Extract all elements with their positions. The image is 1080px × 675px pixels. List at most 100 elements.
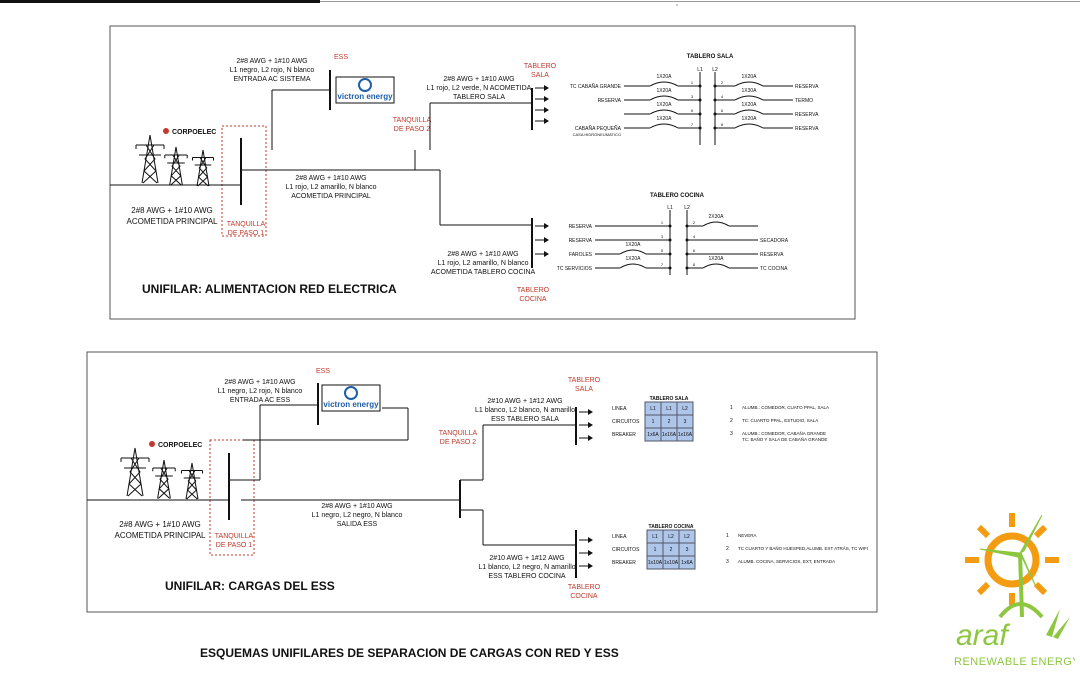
cocina-feeder-2-head — [544, 251, 549, 257]
table-cell-value: 1x16A — [678, 432, 693, 438]
breaker-symbol — [649, 123, 679, 129]
table-cell-value: 3 — [686, 547, 689, 553]
sala-feed-label: 2#10 AWG + 1#12 AWG — [487, 398, 562, 405]
node-dot — [685, 252, 689, 256]
node-dot — [698, 84, 702, 88]
note-text: TC CUARTO Y BAÑO HUESPED,ALUMB. EXT ATRÁ… — [738, 545, 868, 551]
breaker-symbol — [649, 95, 679, 101]
tanquilla-1-label: TANQUILLA — [227, 221, 266, 228]
principal-label: ACOMETIDA PRINCIPAL — [291, 193, 371, 200]
breaker-symbol — [702, 221, 730, 227]
cocina-feeder-0-head — [544, 223, 549, 229]
tanquilla-1-box — [221, 125, 267, 237]
cocina-feed-label: 2#10 AWG + 1#12 AWG — [489, 555, 564, 562]
transmission-tower-icon — [164, 146, 188, 186]
table-cell-value: 1x10A — [664, 560, 679, 566]
transmission-tower-icon — [192, 149, 214, 187]
breaker-rating: 1X20A — [741, 102, 757, 108]
entrada-label: 2#8 AWG + 1#10 AWG — [236, 58, 307, 65]
table-cell-value: L2 — [682, 406, 688, 412]
breaker-symbol — [619, 249, 647, 255]
logo-tagline: RENEWABLE ENERGY — [954, 656, 1075, 668]
sala-feeder-1-head — [588, 422, 593, 428]
panel-title: TABLERO COCINA — [650, 193, 705, 199]
tanquilla-2-label: DE PASO 2 — [394, 126, 431, 133]
note-num: 3 — [726, 559, 729, 565]
table-row-label: CIRCUITOS — [612, 547, 640, 553]
acometida-label: 2#8 AWG + 1#10 AWG — [131, 206, 212, 215]
breaker-rating: 1X30A — [741, 88, 757, 94]
table-cell-value: 1 — [654, 547, 657, 553]
entrada-label: ENTRADA AC SISTEMA — [233, 76, 310, 83]
node-dot — [713, 98, 717, 102]
circuit-num: 8 — [721, 122, 724, 127]
sala-feeder-2-head — [588, 435, 593, 441]
circuit-label: TC CABAÑA GRANDE — [570, 83, 622, 90]
node-dot — [698, 126, 702, 130]
transmission-tower-icon — [120, 447, 150, 497]
page-caption: ESQUEMAS UNIFILARES DE SEPARACION DE CAR… — [200, 646, 619, 660]
breaker-rating: 1X20A — [656, 74, 672, 80]
sala-feed-label: 2#8 AWG + 1#10 AWG — [443, 76, 514, 83]
breaker-symbol — [734, 95, 764, 101]
sala-feeder-2-head — [544, 107, 549, 113]
table-cell — [678, 555, 696, 570]
node-dot — [668, 238, 672, 242]
sala-feeder-3-head — [544, 118, 549, 124]
breaker-rating: 1X20A — [708, 256, 724, 262]
sala-feeder-0-head — [544, 85, 549, 91]
node-dot — [713, 84, 717, 88]
node-dot — [698, 112, 702, 116]
circuit-num: 7 — [661, 262, 664, 267]
breaker-symbol — [702, 263, 730, 269]
breaker-symbol — [649, 109, 679, 115]
acometida-label: ACOMETIDA PRINCIPAL — [127, 217, 219, 226]
corpoelec-logo: CORPOELEC — [158, 442, 202, 449]
araf-logo: araf RENEWABLE ENERGY — [954, 513, 1075, 668]
note-text: ALUMB.: COMEDOR, CABAÑA GRANDE — [742, 430, 826, 436]
tablero-cocina-label: TABLERO — [568, 584, 601, 591]
phase-label: L1 — [667, 205, 673, 211]
breaker-symbol — [619, 263, 647, 269]
top-tick: , — [676, 0, 678, 7]
circuit-label: CABAÑA PEQUEÑA — [575, 125, 622, 132]
logo-brand: araf — [956, 619, 1010, 652]
transmission-tower-icon — [181, 462, 203, 500]
breaker-rating: 1X20A — [656, 88, 672, 94]
table-cell-value: 2 — [670, 547, 673, 553]
victron-logo-icon — [358, 78, 372, 92]
node-dot — [668, 266, 672, 270]
victron-label: victron energy — [337, 92, 393, 101]
grass-icon — [1046, 609, 1070, 639]
tanquilla-1-label: DE PASO 1 — [216, 542, 253, 549]
circuit-label: RESERVA — [795, 112, 819, 118]
breaker-rating: 1X20A — [741, 116, 757, 122]
circuit-num: 2 — [693, 220, 696, 225]
note-text: TC: BAÑO Y SALA DE CABAÑA GRANDE — [742, 436, 827, 442]
table-cell-value: L1 — [650, 406, 656, 412]
node-dot — [668, 252, 672, 256]
cocina-feed-label: 2#8 AWG + 1#10 AWG — [447, 251, 518, 258]
node-dot — [685, 266, 689, 270]
node-dot — [668, 224, 672, 228]
breaker-rating: 1X20A — [625, 256, 641, 262]
cocina-feeder-0-head — [588, 537, 593, 543]
circuit-label: TC SERVICIOS — [557, 266, 593, 272]
entrada-label: L1 negro, L2 rojo, N blanco — [230, 67, 315, 74]
salida-label: 2#8 AWG + 1#10 AWG — [321, 503, 392, 510]
entrada-label: ENTRADA AC ESS — [230, 397, 291, 404]
circuit-num: 5 — [661, 248, 664, 253]
cocina-feeder-2-head — [588, 563, 593, 569]
tablero-cocina-label: TABLERO — [517, 287, 550, 294]
victron-label: victron energy — [323, 400, 379, 409]
tanquilla-2-label: TANQUILLA — [393, 117, 432, 124]
victron-box — [335, 76, 395, 104]
cocina-feed-label: L1 blanco, L2 negro, N amarillo — [478, 564, 575, 571]
entrada-label: L1 negro, L2 rojo, N blanco — [218, 388, 303, 395]
cocina-feed-label: ACOMETIDA TABLERO COCINA — [431, 269, 536, 276]
circuit-label: RESERVA — [569, 224, 593, 230]
cocina-feeder-1-head — [588, 550, 593, 556]
table-cell-value: L2 — [684, 534, 690, 540]
panel-title: TABLERO SALA — [687, 54, 734, 60]
tanquilla-1-label: TANQUILLA — [215, 533, 254, 540]
